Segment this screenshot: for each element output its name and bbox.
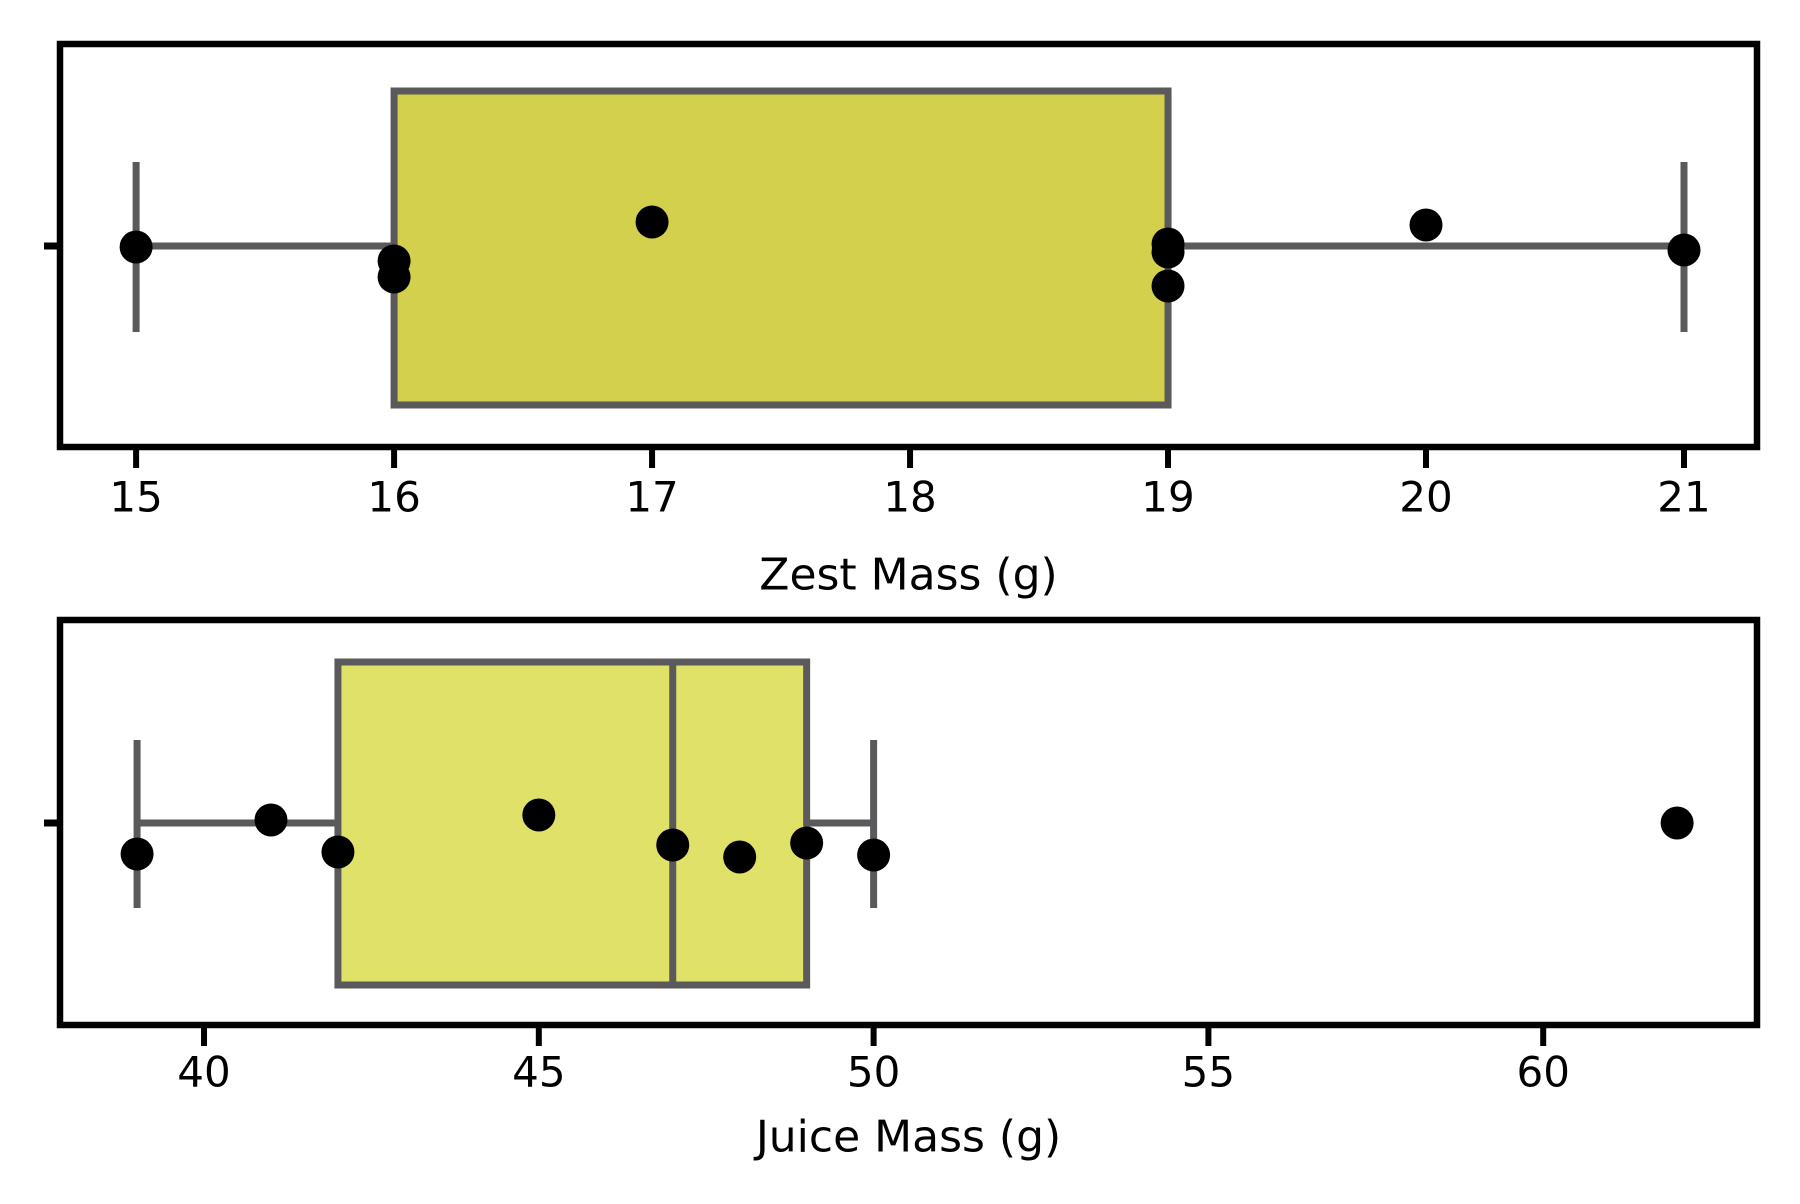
juice-mass-data-point <box>321 835 355 869</box>
zest-mass-data-point <box>1151 235 1185 269</box>
juice-mass-data-point <box>120 837 154 871</box>
zest-mass-x-tick-label: 21 <box>1657 473 1710 522</box>
juice-mass-x-tick-label: 40 <box>177 1048 230 1097</box>
zest-mass-x-tick-label: 19 <box>1141 473 1194 522</box>
juice-mass-x-tick-label: 60 <box>1516 1048 1569 1097</box>
juice-mass-x-tick-label: 50 <box>847 1048 900 1097</box>
juice-mass-data-point <box>790 826 824 860</box>
zest-mass-x-tick-label: 20 <box>1399 473 1452 522</box>
juice-mass-data-point <box>254 803 288 837</box>
zest-mass-x-tick-label: 17 <box>625 473 678 522</box>
juice-mass-data-point <box>1660 806 1694 840</box>
juice-mass-data-point <box>723 840 757 874</box>
juice-mass-data-point <box>857 838 891 872</box>
zest-mass-data-point <box>377 260 411 294</box>
juice-mass-x-tick-label: 55 <box>1182 1048 1235 1097</box>
zest-mass-data-point <box>635 205 669 239</box>
juice-mass-data-point <box>656 828 690 862</box>
zest-mass-x-tick-label: 18 <box>883 473 936 522</box>
zest-mass-axis-label: Zest Mass (g) <box>759 550 1057 601</box>
zest-mass-data-point <box>1409 208 1443 242</box>
zest-mass-iqr-box <box>390 87 1172 409</box>
juice-mass-iqr-box <box>334 658 811 989</box>
zest-mass-x-tick-label: 16 <box>367 473 420 522</box>
zest-mass-x-tick-label: 15 <box>109 473 162 522</box>
zest-mass-spines <box>56 40 1761 451</box>
zest-mass-data-point <box>1151 269 1185 303</box>
juice-mass-x-tick-label: 45 <box>512 1048 565 1097</box>
zest-mass-data-point <box>119 230 153 264</box>
juice-mass-axis-label: Juice Mass (g) <box>753 1112 1061 1163</box>
juice-mass-data-point <box>522 798 556 832</box>
juice-mass-spines <box>56 616 1761 1029</box>
zest-mass-data-point <box>1667 233 1701 267</box>
